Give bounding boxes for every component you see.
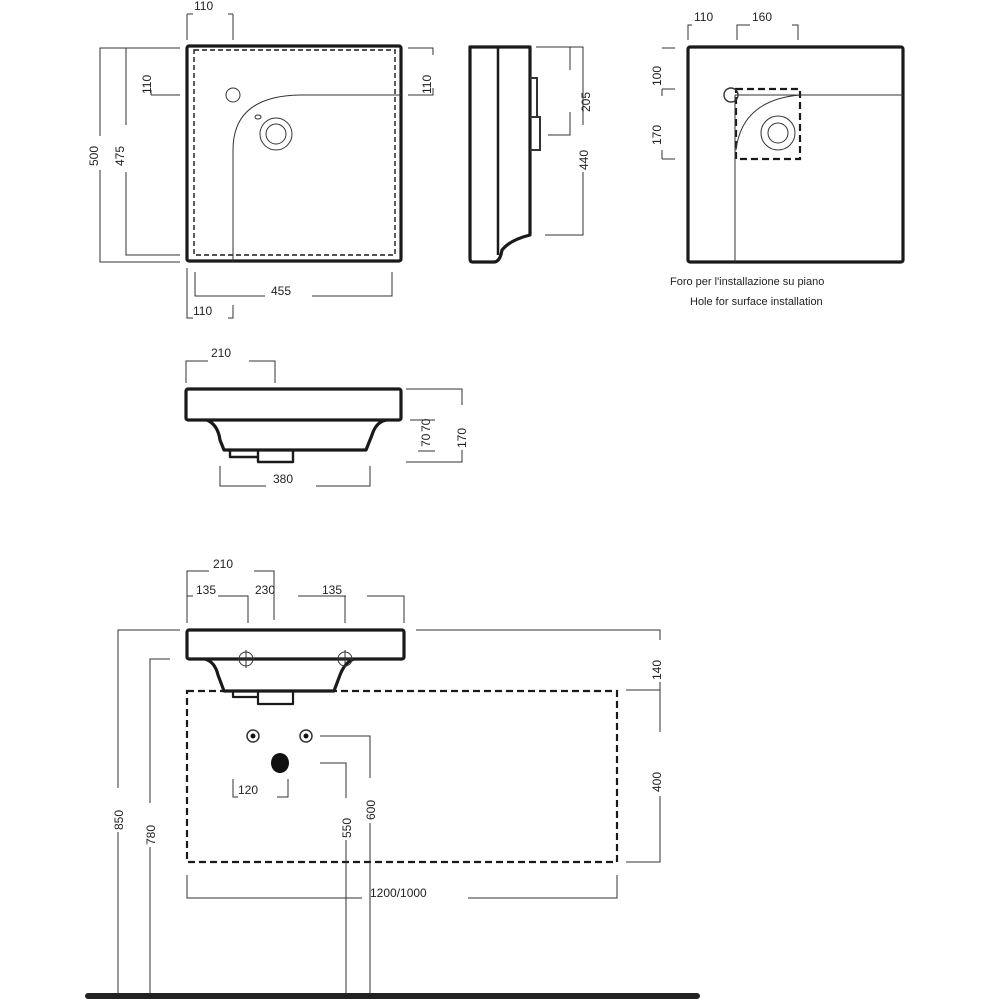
dim-left: 135 [196, 583, 216, 597]
overflow-hole [254, 114, 262, 120]
basin-rim [185, 628, 406, 661]
dim-total-height: 170 [455, 428, 469, 448]
dim-rim-b: 70 [419, 418, 433, 432]
dim-rim-a: 70 [419, 433, 433, 447]
dim-left: 110 [694, 10, 713, 24]
dim-inner-depth: 475 [113, 146, 127, 166]
dim-offset: 210 [213, 557, 233, 571]
basin-rim [184, 387, 403, 422]
drain-pipe-icon [271, 753, 289, 773]
tap-hole-icon [225, 87, 241, 103]
surface-view: 110 160 100 170 Foro per l'installazione… [650, 10, 905, 308]
side-view: 205 440 [468, 45, 593, 264]
dim-top: 100 [650, 66, 664, 86]
dim-cabinet-height: 400 [650, 772, 664, 792]
drain-outer [259, 117, 293, 151]
cabinet-outline [185, 689, 619, 864]
dim-inner-width: 455 [271, 284, 291, 298]
dim-under-height: 780 [144, 825, 158, 845]
dim-right: 135 [322, 583, 342, 597]
tap-hole-right-icon [337, 650, 353, 668]
dim-drain-height: 550 [340, 818, 354, 838]
surface-outline [686, 45, 905, 264]
dim-valve-height: 600 [364, 800, 378, 820]
valve-left-icon [246, 729, 260, 743]
dim-valve-spacing: 120 [238, 783, 258, 797]
valve-right-icon [299, 729, 313, 743]
front-view: 210 170 70 70 380 [184, 346, 469, 487]
caption-italian: Foro per l'installazione su piano [670, 276, 824, 288]
dim-upper: 205 [579, 92, 593, 112]
dim-total-depth: 500 [87, 146, 101, 166]
side-outline [468, 45, 532, 264]
dim-height: 440 [577, 150, 591, 170]
dim-top-offset: 110 [194, 0, 213, 13]
dim-top-height: 850 [112, 810, 126, 830]
dim-hole-width: 160 [752, 10, 772, 24]
dim-hole-height: 170 [650, 125, 664, 145]
dim-bowl-width: 380 [273, 472, 293, 486]
tap-hole-left-icon [238, 650, 254, 668]
bowl-edge [232, 94, 401, 262]
basin-outline [185, 44, 403, 263]
dim-left-offset: 110 [140, 75, 154, 94]
dim-right-offset: 110 [420, 75, 434, 94]
dim-cabinet-width: 1200/1000 [370, 886, 427, 900]
inner-outline [193, 49, 396, 256]
dim-bottom-offset: 110 [193, 304, 212, 318]
installation-view: 120 210 135 230 135 140 400 850 780 600 … [85, 557, 700, 999]
dim-center: 230 [255, 583, 275, 597]
dim-rim: 140 [650, 660, 664, 680]
bowl-body [206, 418, 387, 452]
dim-offset: 210 [211, 346, 231, 360]
drain-inner [265, 123, 287, 145]
caption-english: Hole for surface installation [690, 296, 823, 308]
hatched-hole-area [734, 87, 802, 161]
top-view: 110 500 110 475 110 455 110 [87, 0, 434, 319]
